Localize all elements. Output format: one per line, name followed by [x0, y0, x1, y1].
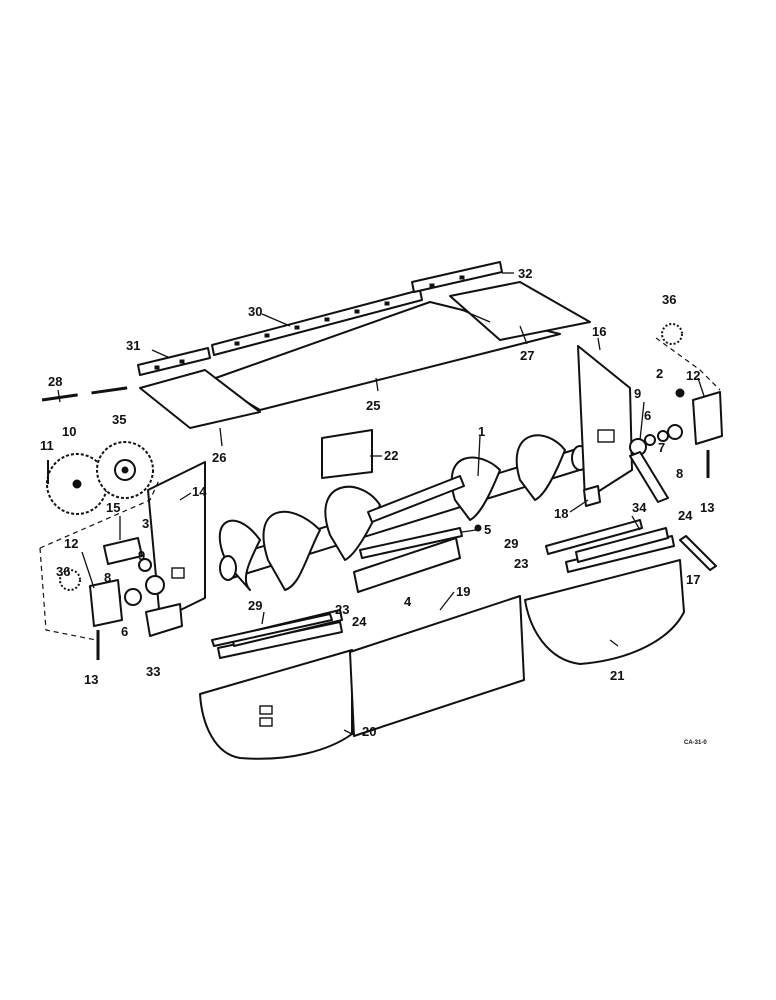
- drawing-code: CA-31-0: [684, 740, 707, 746]
- callout-36-left: 36: [56, 564, 70, 579]
- callout-29-left: 29: [248, 598, 262, 613]
- ring-7: [657, 430, 669, 442]
- bearing-3: [138, 558, 152, 572]
- rod-28: [41, 384, 141, 402]
- bolt-5: [474, 524, 482, 532]
- callout-21: 21: [610, 668, 624, 683]
- callout-3: 3: [142, 516, 149, 531]
- callout-20: 20: [362, 724, 376, 739]
- callout-12-left: 12: [64, 536, 78, 551]
- rail-30: [211, 289, 423, 356]
- callout-17: 17: [686, 572, 700, 587]
- callout-32: 32: [518, 266, 532, 281]
- end-plate-16: [577, 345, 633, 501]
- callout-8-right: 8: [676, 466, 683, 481]
- left-drive-assembly: [39, 441, 206, 660]
- callout-16: 16: [592, 324, 606, 339]
- callout-9-right: 9: [634, 386, 641, 401]
- callout-15: 15: [106, 500, 120, 515]
- callout-5: 5: [484, 522, 491, 537]
- callout-28: 28: [48, 374, 62, 389]
- leader-lines: [57, 272, 705, 737]
- callout-27: 27: [520, 348, 534, 363]
- callout-13-right: 13: [700, 500, 714, 515]
- strip-4: [353, 537, 461, 593]
- callout-14: 14: [192, 484, 207, 499]
- bearing-9-left: [145, 575, 165, 595]
- callout-23-right: 23: [514, 556, 528, 571]
- callout-13-left: 13: [84, 672, 98, 687]
- auger-1: [218, 434, 589, 591]
- callout-19: 19: [456, 584, 470, 599]
- callout-26: 26: [212, 450, 226, 465]
- callout-8-left: 8: [104, 570, 111, 585]
- collar-6-right: [644, 434, 656, 446]
- callout-18: 18: [554, 506, 568, 521]
- flange-8-right: [667, 424, 683, 440]
- callout-12-right: 12: [686, 368, 700, 383]
- trough-21: [524, 559, 685, 665]
- callout-6-left: 6: [121, 624, 128, 639]
- callout-9-left: 9: [138, 548, 145, 563]
- middle-parts: [321, 429, 482, 593]
- angle-29-left: [211, 613, 333, 647]
- callout-29-right: 29: [504, 536, 518, 551]
- rod-17: [679, 535, 717, 571]
- bracket-15: [103, 537, 143, 565]
- callout-1: 1: [478, 424, 485, 439]
- callout-24-left: 24: [352, 614, 367, 629]
- callout-25: 25: [366, 398, 380, 413]
- callout-6-right: 6: [644, 408, 651, 423]
- bracket-33: [145, 603, 183, 637]
- collar-6-left: [124, 588, 142, 606]
- plate-22: [321, 429, 373, 479]
- callout-30: 30: [248, 304, 262, 319]
- callout-2: 2: [656, 366, 663, 381]
- callout-10: 10: [62, 424, 76, 439]
- nut-2: [675, 388, 685, 398]
- trough-20: [199, 649, 353, 760]
- callout-35: 35: [112, 412, 126, 427]
- trough-assembly: [199, 519, 685, 760]
- callout-34: 34: [632, 500, 647, 515]
- callouts: 1 2 3 4 5 6 6 7 8 8 9 9 10 11 12 12 13 1…: [40, 266, 714, 739]
- top-cover-assembly: [41, 261, 591, 429]
- right-drive-assembly: [577, 323, 723, 571]
- bearing-plate-12-right: [692, 391, 723, 445]
- callout-7: 7: [658, 440, 665, 455]
- callout-11: 11: [40, 438, 54, 453]
- sprocket-36-right: [661, 323, 683, 345]
- angle-29-right: [545, 519, 643, 555]
- callout-33: 33: [146, 664, 160, 679]
- cover-panel-26: [139, 369, 261, 429]
- trough-liner-19: [349, 595, 525, 737]
- callout-24-right: 24: [678, 508, 693, 523]
- clip-18: [583, 485, 601, 507]
- callout-31: 31: [126, 338, 140, 353]
- callout-36-right: 36: [662, 292, 676, 307]
- callout-4: 4: [404, 594, 412, 609]
- callout-23-left: 23: [335, 602, 349, 617]
- angle-24-right: [575, 527, 669, 563]
- sprocket-36-left: [59, 569, 81, 591]
- arm-34: [629, 451, 669, 503]
- cover-panel-27: [449, 281, 591, 341]
- callout-22: 22: [384, 448, 398, 463]
- bearing-plate-12-left: [89, 579, 123, 627]
